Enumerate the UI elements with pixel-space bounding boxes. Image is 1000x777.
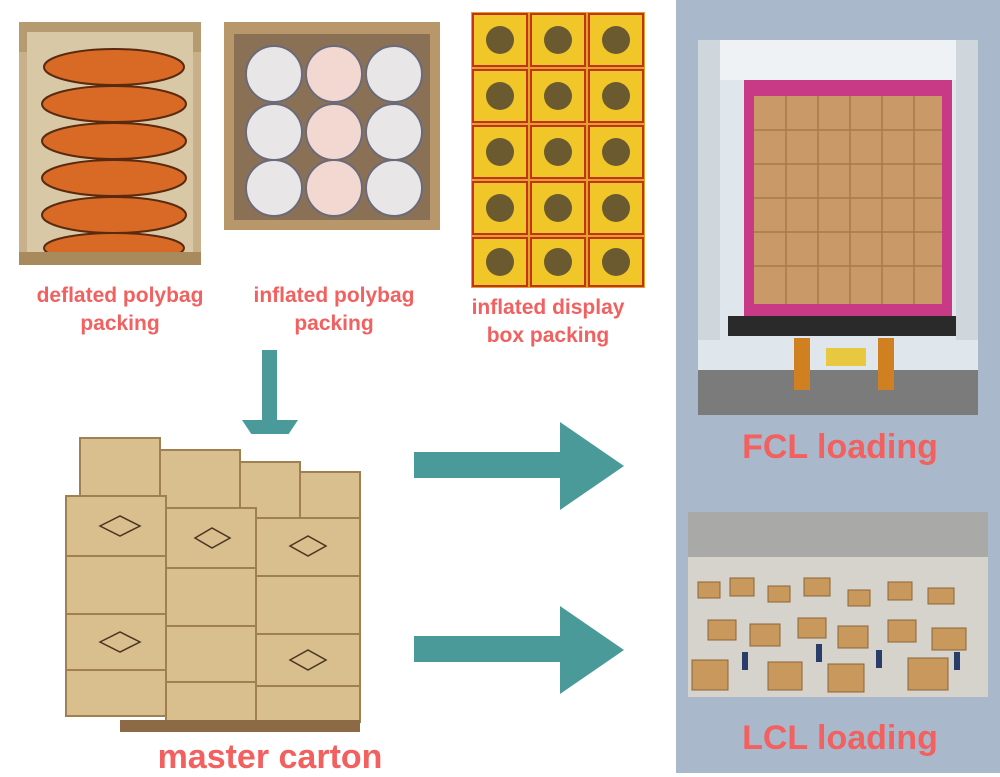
inflated-photo xyxy=(224,22,440,230)
fcl-label: FCL loading xyxy=(742,428,938,466)
lcl-label: LCL loading xyxy=(742,719,938,757)
master-carton-photo xyxy=(60,434,370,736)
fcl-photo xyxy=(698,40,978,415)
master-carton-label: master carton xyxy=(157,738,383,776)
right-arrow-top-icon xyxy=(414,422,624,510)
display-label: inflated display box packing xyxy=(471,296,625,347)
right-arrow-bottom-icon xyxy=(414,606,624,694)
deflated-photo xyxy=(19,22,201,265)
display-photo xyxy=(471,12,645,288)
lcl-photo xyxy=(688,512,988,697)
inflated-label: inflated polybag packing xyxy=(253,284,415,335)
deflated-label: deflated polybag packing xyxy=(36,284,204,335)
